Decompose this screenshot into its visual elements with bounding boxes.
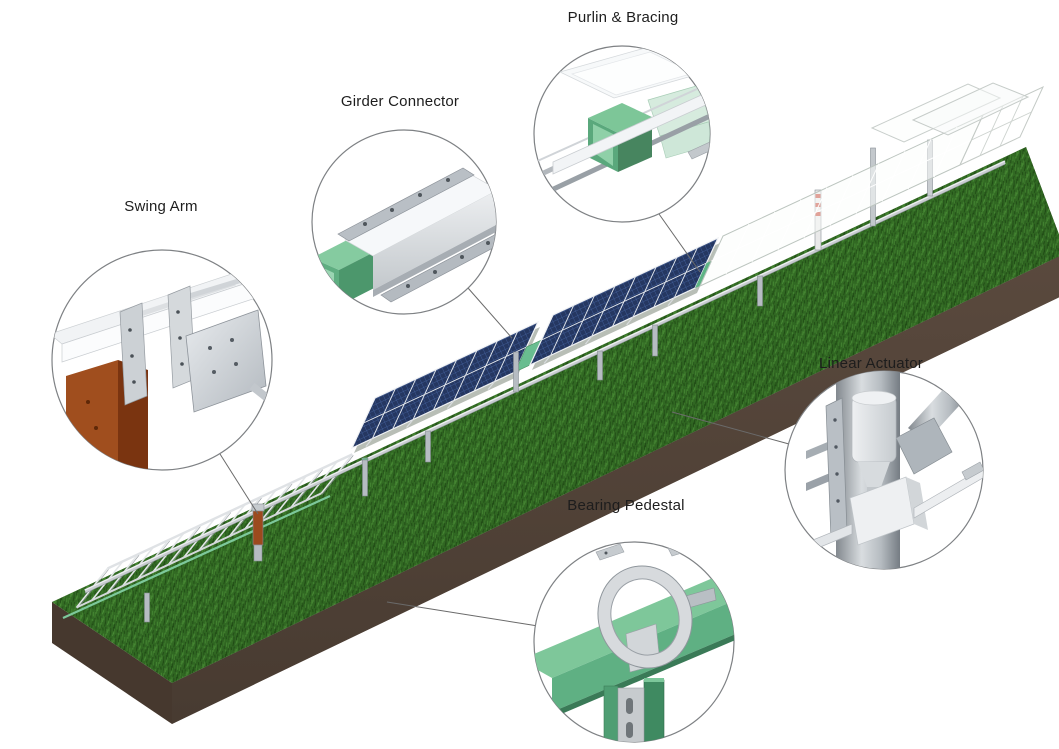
mount-fin	[806, 473, 830, 491]
gearbox-side	[906, 477, 928, 530]
post	[253, 544, 263, 562]
bearing-flange	[595, 543, 625, 561]
purlin-ticks	[365, 297, 675, 447]
post	[757, 275, 763, 307]
bolt	[680, 547, 684, 551]
girder-front	[339, 248, 382, 306]
strut-slot	[626, 722, 633, 738]
post-strut	[617, 687, 645, 742]
frame-lower-rail	[76, 492, 322, 609]
bolt	[128, 328, 132, 332]
flange-bolts-top	[363, 178, 450, 226]
leader-girder-connector	[467, 287, 513, 339]
elbow-housing	[895, 417, 953, 475]
frame-upper-rail	[106, 453, 353, 570]
ghost-grid	[711, 126, 972, 275]
grass-shading	[52, 147, 1059, 683]
swing-arm-detail	[52, 261, 306, 470]
lifted-panel-outline-2	[911, 82, 1030, 136]
ghost-junction-connector	[695, 261, 712, 288]
callout-bearing-pedestal	[533, 541, 735, 743]
motor-top	[851, 390, 897, 406]
clamp-plate	[119, 302, 148, 406]
post	[362, 459, 368, 497]
rust-post-front	[66, 360, 118, 470]
flange-top	[337, 167, 475, 242]
bolt	[178, 336, 182, 340]
bolt	[234, 362, 238, 366]
callout-girder-connector	[311, 129, 497, 315]
callout-swing-arm	[51, 249, 306, 471]
bearing-pedestal-detail	[534, 542, 734, 742]
flange-bolts-bottom	[406, 241, 490, 288]
pv-modules-ghost	[698, 82, 1045, 288]
post	[597, 350, 603, 381]
post-channel-top	[644, 678, 664, 682]
clevis-pin	[295, 421, 301, 427]
bearing-collar	[597, 565, 693, 669]
pivot-arm	[249, 382, 272, 428]
strut-slot	[626, 698, 633, 714]
screw-flange	[961, 461, 983, 481]
post	[513, 351, 519, 393]
leader-swing-arm	[219, 453, 259, 515]
module-grid-2	[541, 247, 707, 356]
pv-modules-installed	[350, 236, 720, 453]
motor-funnel	[858, 462, 890, 487]
soil-front-shade	[172, 256, 1059, 724]
label-linear-actuator: Linear Actuator	[819, 355, 923, 372]
ground-strip	[52, 147, 1059, 724]
torque-tube-shadow	[84, 163, 1006, 594]
purlin-bracket	[687, 140, 710, 160]
post	[652, 324, 658, 357]
clevis-pivot	[290, 416, 306, 432]
label-bearing-pedestal: Bearing Pedestal	[567, 497, 685, 514]
outline-grid	[971, 96, 1032, 156]
bolt	[212, 370, 216, 374]
bolt-hole	[86, 400, 90, 404]
beam-top	[52, 261, 272, 345]
bolt	[130, 354, 134, 358]
soil-left-face	[52, 602, 172, 724]
leader-bearing-pedestal	[386, 601, 539, 627]
post	[144, 592, 150, 623]
leader-lines	[219, 213, 790, 627]
label-purlin-bracing: Purlin & Bracing	[567, 9, 679, 26]
label-swing-arm: Swing Arm	[124, 198, 198, 215]
torque-tube-highlight	[84, 160, 1006, 591]
bearing-flange	[667, 542, 699, 557]
connector-lip	[373, 224, 496, 297]
girder-tube-line	[62, 494, 331, 620]
callout-purlin-bracing	[533, 45, 711, 223]
bolt	[208, 346, 212, 350]
bolt	[230, 338, 234, 342]
swing-arm-body	[185, 309, 267, 413]
plate-bolts	[833, 418, 840, 503]
girder-top	[588, 103, 652, 133]
flange-bottom	[380, 231, 496, 303]
bolt	[176, 310, 180, 314]
leader-linear-actuator	[671, 411, 790, 445]
bolt-hole	[94, 426, 98, 430]
panel-glass	[659, 117, 710, 159]
leader-purlin-bracing	[658, 213, 701, 273]
mount-fin	[806, 441, 830, 459]
bolt	[604, 551, 608, 555]
motor-body	[851, 395, 897, 463]
tracker-row	[62, 160, 1006, 620]
rust-post	[252, 510, 264, 546]
connector-front	[373, 190, 496, 290]
bolt	[180, 362, 184, 366]
torque-tube	[84, 160, 1006, 593]
label-girder-connector: Girder Connector	[340, 93, 460, 110]
post	[425, 430, 431, 463]
module-grid-1	[363, 331, 527, 439]
drive-rod	[267, 428, 272, 470]
bolt	[132, 380, 136, 384]
